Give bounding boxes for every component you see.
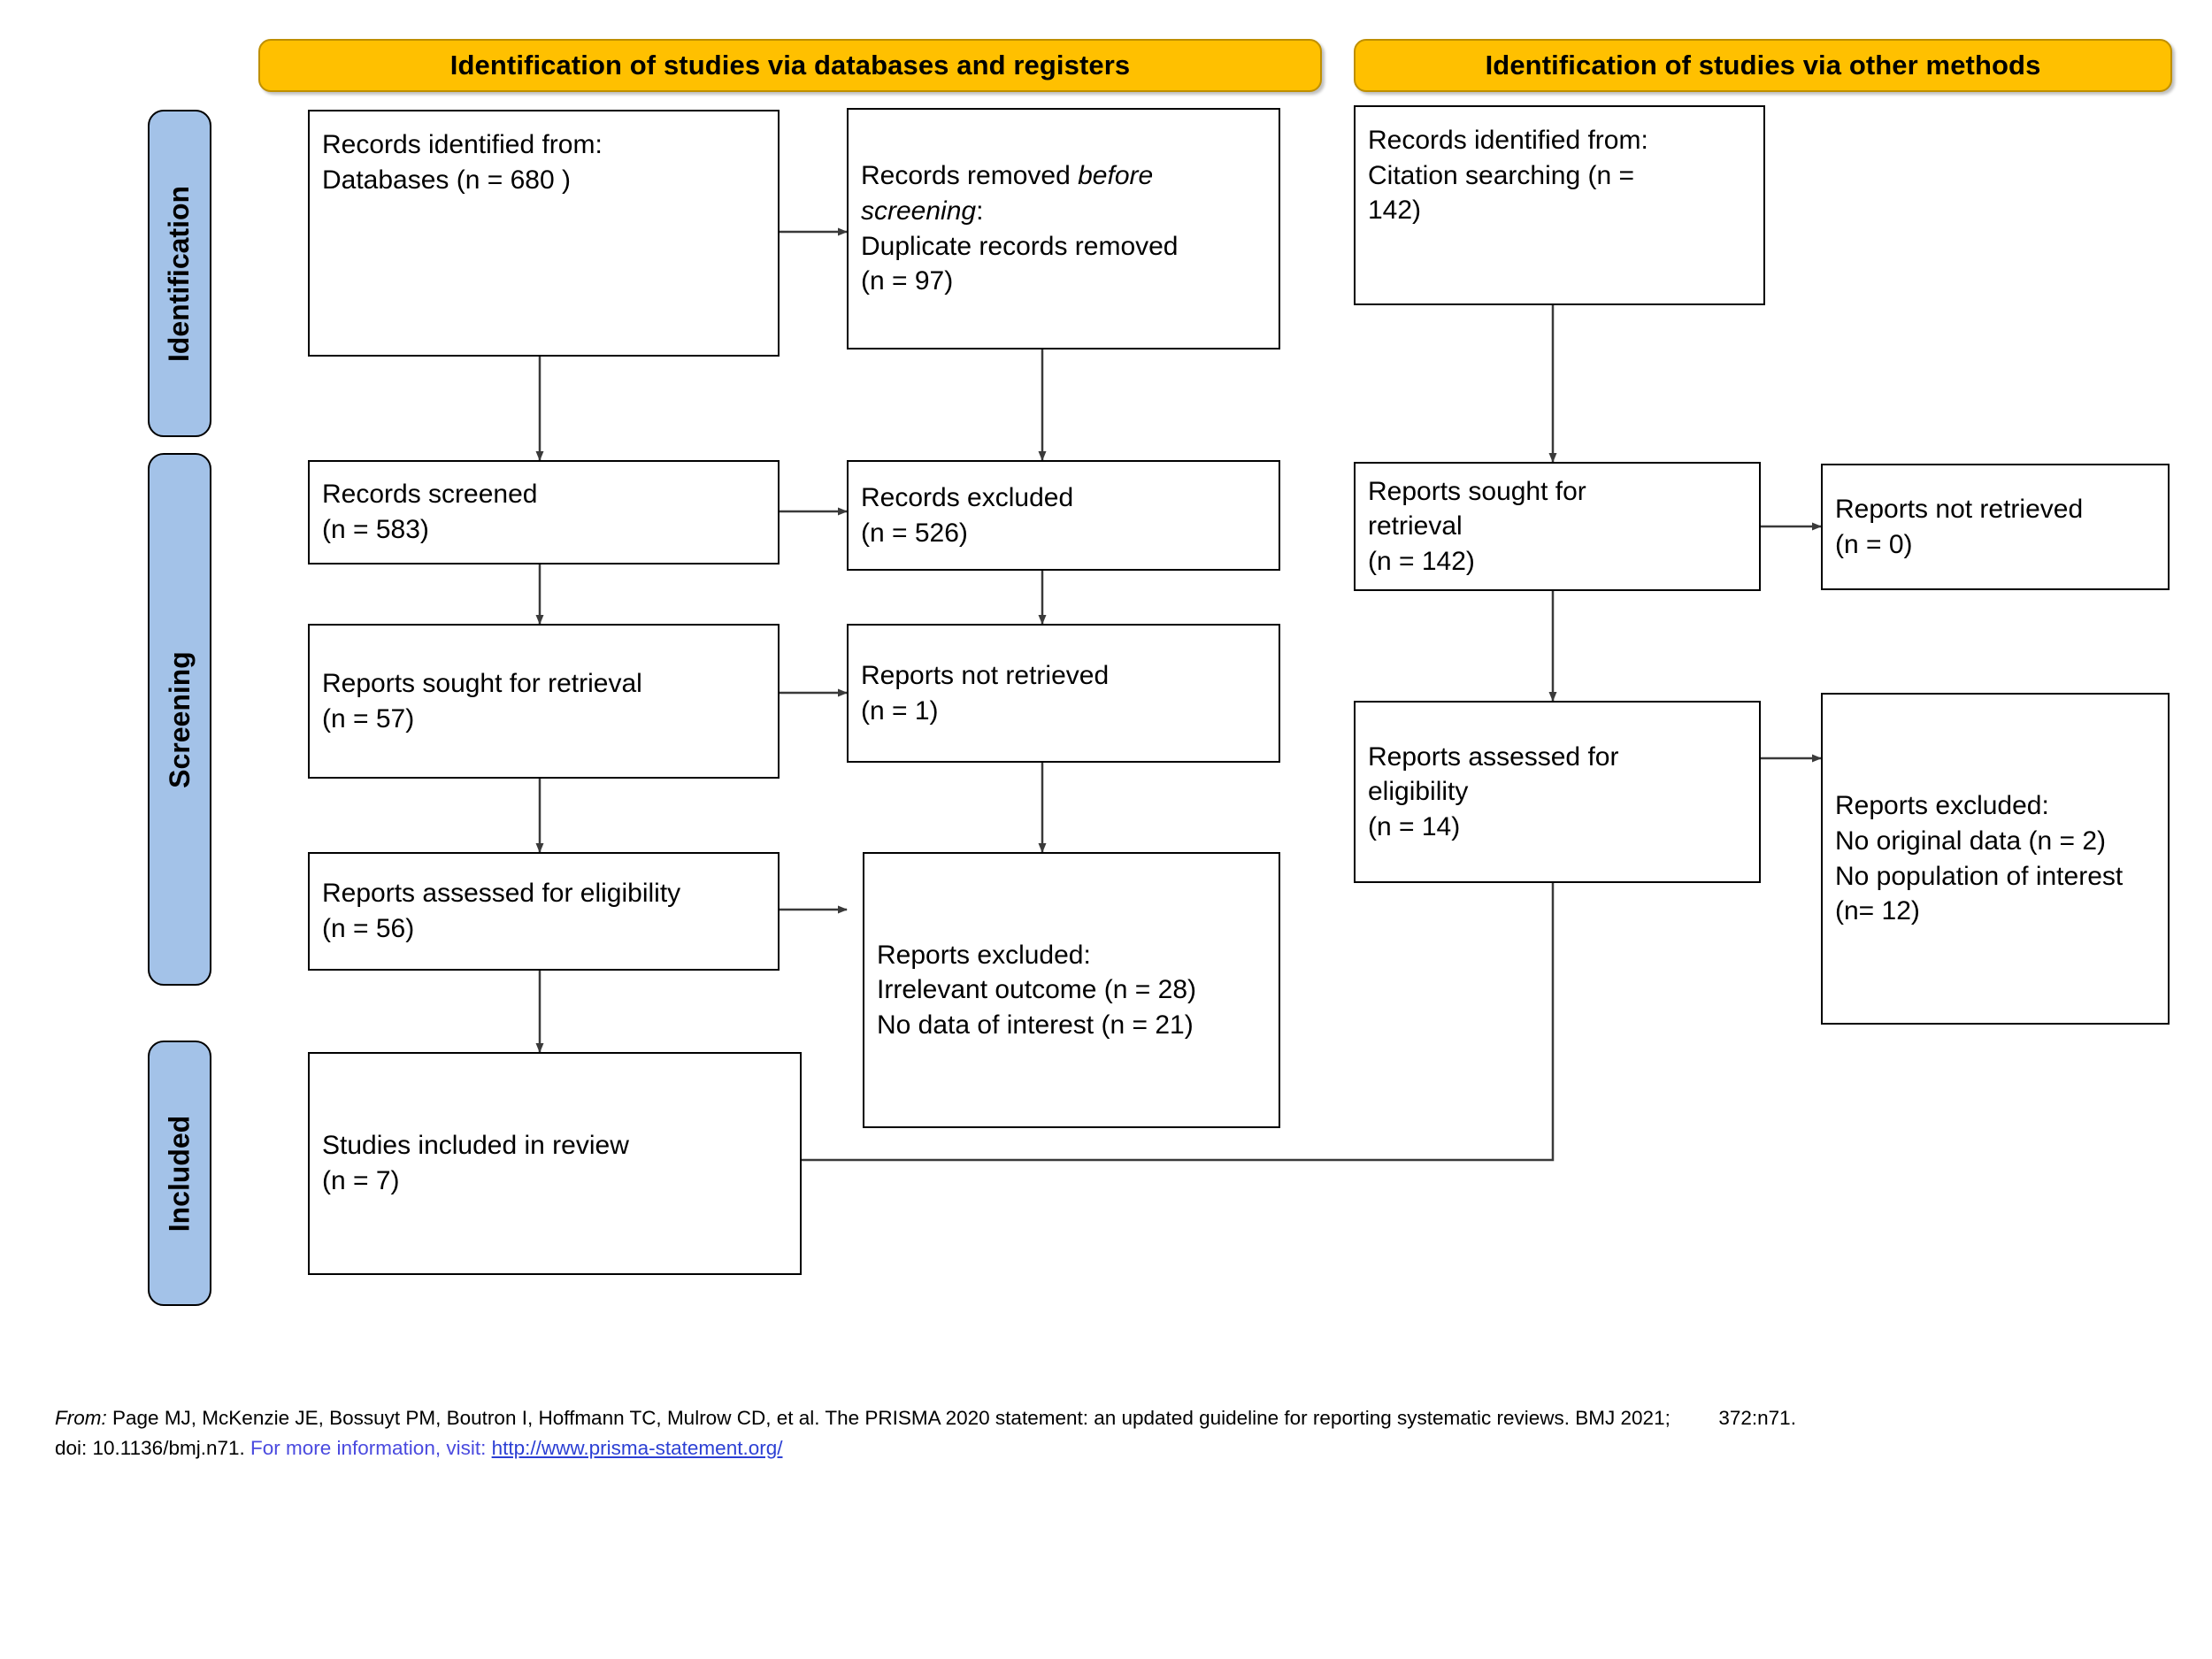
box-studies-included: Studies included in review (n = 7): [308, 1052, 802, 1275]
box-reports-assessed-text: Reports assessed for eligibility (n = 56…: [322, 876, 680, 946]
box-reports-not-retrieved-text: Reports not retrieved (n = 1): [861, 658, 1109, 728]
header-databases-label: Identification of studies via databases …: [449, 50, 1131, 81]
other-excluded-line4: (n= 12): [1835, 896, 1920, 926]
box-other-sought-text: Reports sought for retrieval (n = 142): [1368, 474, 1586, 580]
header-databases-and-registers: Identification of studies via databases …: [258, 39, 1322, 92]
footer-doi: doi: 10.1136/bmj.n71.: [55, 1436, 245, 1459]
box-records-identified-text: Records identified from: Databases (n = …: [322, 127, 603, 197]
box-records-excluded-text: Records excluded (n = 526): [861, 480, 1073, 550]
footer-visit-text: For more information, visit:: [250, 1436, 487, 1459]
records-identified-line2: Databases (n = 680 ): [322, 165, 572, 195]
box-other-assessed-text: Reports assessed for eligibility (n = 14…: [1368, 740, 1618, 845]
stage-bar-screening: Screening: [148, 453, 211, 986]
records-excluded-line1: Records excluded: [861, 482, 1074, 512]
box-other-assessed: Reports assessed for eligibility (n = 14…: [1354, 701, 1761, 883]
box-reports-sought-text: Reports sought for retrieval (n = 57): [322, 666, 642, 736]
box-studies-included-text: Studies included in review (n = 7): [322, 1128, 629, 1198]
footer-line-2: doi: 10.1136/bmj.n71. For more informati…: [55, 1433, 2170, 1463]
records-removed-line4: (n = 97): [861, 266, 954, 296]
records-excluded-line2: (n = 526): [861, 518, 968, 548]
footer-prisma-link[interactable]: http://www.prisma-statement.org/: [491, 1436, 783, 1459]
box-reports-excluded-text: Reports excluded: Irrelevant outcome (n …: [877, 938, 1196, 1043]
other-not-retrieved-line2: (n = 0): [1835, 529, 1913, 559]
reports-excluded-line2: Irrelevant outcome (n = 28): [877, 975, 1197, 1005]
stage-bar-identification: Identification: [148, 110, 211, 437]
box-reports-sought: Reports sought for retrieval (n = 57): [308, 624, 780, 779]
header-other-methods: Identification of studies via other meth…: [1354, 39, 2172, 92]
box-records-screened: Records screened (n = 583): [308, 460, 780, 565]
footer-line-1: From: Page MJ, McKenzie JE, Bossuyt PM, …: [55, 1403, 2170, 1433]
reports-assessed-line1: Reports assessed for eligibility: [322, 879, 681, 909]
stage-label-screening: Screening: [163, 650, 196, 788]
records-removed-italic-screening: screening: [861, 196, 977, 226]
records-removed-colon: :: [976, 196, 984, 226]
records-removed-line3: Duplicate records removed: [861, 231, 1179, 261]
records-removed-line2: screening:: [861, 194, 1179, 229]
reports-not-retrieved-line2: (n = 1): [861, 695, 939, 726]
other-not-retrieved-line1: Reports not retrieved: [1835, 494, 2084, 524]
records-identified-line1: Records identified from:: [322, 130, 603, 159]
records-screened-line2: (n = 583): [322, 515, 429, 544]
other-excluded-line2: No original data (n = 2): [1835, 826, 2107, 856]
reports-sought-line2: (n = 57): [322, 703, 415, 733]
records-screened-line1: Records screened: [322, 480, 538, 510]
other-sought-line2: retrieval: [1368, 511, 1463, 541]
other-excluded-line3: No population of interest: [1835, 861, 2124, 891]
box-other-not-retrieved-text: Reports not retrieved (n = 0): [1835, 492, 2083, 562]
other-identified-line1: Records identified from:: [1368, 126, 1648, 155]
box-other-not-retrieved: Reports not retrieved (n = 0): [1821, 464, 2170, 590]
other-identified-line2: Citation searching (n =: [1368, 160, 1634, 190]
box-records-removed: Records removed before screening: Duplic…: [847, 108, 1280, 349]
records-removed-line1: Records removed before: [861, 158, 1179, 194]
box-reports-assessed: Reports assessed for eligibility (n = 56…: [308, 852, 780, 971]
box-records-screened-text: Records screened (n = 583): [322, 477, 537, 547]
footer-from-label: From:: [55, 1407, 107, 1429]
footer-citation: From: Page MJ, McKenzie JE, Bossuyt PM, …: [55, 1403, 2170, 1463]
other-assessed-line2: eligibility: [1368, 777, 1469, 807]
records-removed-prefix: Records removed: [861, 161, 1079, 191]
box-records-identified: Records identified from: Databases (n = …: [308, 110, 780, 357]
other-sought-line3: (n = 142): [1368, 546, 1475, 576]
other-excluded-line1: Reports excluded:: [1835, 791, 2049, 821]
box-other-excluded-text: Reports excluded: No original data (n = …: [1835, 788, 2123, 928]
reports-excluded-line3: No data of interest (n = 21): [877, 1010, 1194, 1040]
other-identified-line3: 142): [1368, 196, 1422, 226]
records-removed-italic-before: before: [1078, 161, 1154, 191]
stage-label-included: Included: [163, 1115, 196, 1232]
box-other-identified-text: Records identified from: Citation search…: [1368, 123, 1648, 228]
reports-not-retrieved-line1: Reports not retrieved: [861, 660, 1110, 690]
reports-sought-line1: Reports sought for retrieval: [322, 668, 642, 698]
box-reports-excluded: Reports excluded: Irrelevant outcome (n …: [863, 852, 1280, 1128]
reports-excluded-line1: Reports excluded:: [877, 940, 1091, 970]
box-reports-not-retrieved: Reports not retrieved (n = 1): [847, 624, 1280, 763]
header-other-methods-label: Identification of studies via other meth…: [1485, 50, 2041, 81]
box-other-excluded: Reports excluded: No original data (n = …: [1821, 693, 2170, 1025]
other-assessed-line3: (n = 14): [1368, 811, 1461, 841]
reports-assessed-line2: (n = 56): [322, 914, 415, 943]
other-assessed-line1: Reports assessed for: [1368, 741, 1619, 772]
footer-citation-tail: 372:n71.: [1718, 1407, 1796, 1429]
box-other-identified: Records identified from: Citation search…: [1354, 105, 1765, 305]
other-sought-line1: Reports sought for: [1368, 476, 1586, 506]
box-records-excluded: Records excluded (n = 526): [847, 460, 1280, 571]
box-other-sought: Reports sought for retrieval (n = 142): [1354, 462, 1761, 591]
studies-included-line2: (n = 7): [322, 1166, 400, 1195]
box-records-removed-text: Records removed before screening: Duplic…: [861, 158, 1179, 298]
studies-included-line1: Studies included in review: [322, 1131, 629, 1161]
stage-bar-included: Included: [148, 1041, 211, 1306]
footer-citation-text: Page MJ, McKenzie JE, Bossuyt PM, Boutro…: [112, 1407, 1671, 1429]
stage-label-identification: Identification: [163, 185, 196, 362]
